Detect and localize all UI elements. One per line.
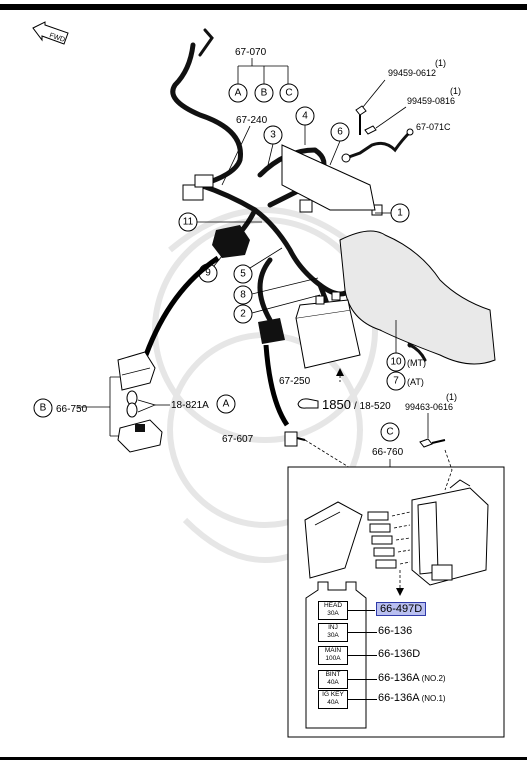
svg-text:8: 8 xyxy=(240,290,246,301)
callout-b-top: B xyxy=(254,83,274,103)
bracket xyxy=(281,144,376,211)
relay-cover-icon xyxy=(117,351,156,391)
svg-text:C: C xyxy=(285,88,292,99)
relay-box-part: 66-750 xyxy=(56,404,88,415)
relay-part: 18-821A xyxy=(171,400,209,411)
svg-text:10: 10 xyxy=(390,357,402,368)
callout-c-fusebox: C xyxy=(380,422,400,442)
bolt-1-qty: (1) xyxy=(435,58,446,68)
bolt-icon xyxy=(355,105,377,135)
callout-5: 5 xyxy=(233,247,283,284)
svg-text:3: 3 xyxy=(270,130,276,141)
part-67-240: 67-240 xyxy=(236,115,268,126)
fusible-link-part: 67-607 xyxy=(222,434,254,445)
top-border xyxy=(0,4,527,10)
bolt-3-part: 99463-0616 xyxy=(405,402,453,412)
bolt-2-qty: (1) xyxy=(450,86,461,96)
fuse-box-part: 66-760 xyxy=(372,447,404,458)
callout-7-suffix: (AT) xyxy=(407,377,424,387)
fusible-link-icon xyxy=(284,431,306,447)
ground-wire-part: 67-071C xyxy=(416,122,451,132)
connector-block xyxy=(212,225,250,258)
callout-10: 10 (MT) xyxy=(386,320,426,372)
svg-text:5: 5 xyxy=(240,269,246,280)
bolt-3-qty: (1) xyxy=(446,392,457,402)
fwd-label: FWD xyxy=(48,32,65,44)
fuse-panel xyxy=(305,581,367,729)
battery-icon xyxy=(295,291,361,369)
bolt-1-part: 99459-0612 xyxy=(388,68,436,78)
bottom-border xyxy=(0,757,527,760)
svg-text:1: 1 xyxy=(397,208,403,219)
svg-text:A: A xyxy=(223,399,230,410)
reference-18-520: / 18-520 xyxy=(354,401,391,412)
callout-6: 6 xyxy=(329,122,350,166)
callout-b-relay: B xyxy=(33,398,53,418)
fuse-cover xyxy=(258,318,285,344)
svg-text:11: 11 xyxy=(183,217,194,228)
callout-1: 1 xyxy=(375,203,410,223)
callout-a-relay: A xyxy=(216,394,236,414)
svg-text:A: A xyxy=(235,88,242,99)
reference-1850: 1850 xyxy=(322,397,351,412)
reference-hand-icon xyxy=(297,398,319,409)
callout-2: 2 xyxy=(233,294,321,324)
svg-text:4: 4 xyxy=(302,111,308,122)
relay-base-icon xyxy=(117,419,163,453)
relay-icon xyxy=(126,390,138,418)
svg-text:2: 2 xyxy=(240,309,246,320)
svg-text:6: 6 xyxy=(337,127,343,138)
svg-text:C: C xyxy=(386,427,393,438)
callout-10-suffix: (MT) xyxy=(407,358,426,368)
svg-text:B: B xyxy=(40,403,47,414)
svg-text:7: 7 xyxy=(393,376,399,387)
bolt-2-part: 99459-0816 xyxy=(407,96,455,106)
callout-a-top: A xyxy=(228,83,248,103)
svg-text:9: 9 xyxy=(205,268,211,279)
callout-4: 4 xyxy=(295,106,315,145)
callout-c-top: C xyxy=(279,83,299,103)
battery-part: 67-250 xyxy=(279,376,311,387)
bolt-3-icon xyxy=(419,438,446,448)
part-67-070: 67-070 xyxy=(235,47,267,58)
fuse-box-lid-icon xyxy=(304,501,363,579)
callout-11: 11 xyxy=(178,212,262,232)
callout-7: 7 (AT) xyxy=(386,371,424,391)
fuse-icons xyxy=(367,511,397,569)
svg-text:B: B xyxy=(261,88,268,99)
transmission xyxy=(339,230,496,365)
callout-8: 8 xyxy=(233,277,319,305)
callout-3: 3 xyxy=(263,125,283,166)
ground-wire-icon xyxy=(341,128,414,163)
fuse-box-body-icon xyxy=(411,479,489,586)
fwd-arrow-icon: FWD xyxy=(32,21,69,45)
